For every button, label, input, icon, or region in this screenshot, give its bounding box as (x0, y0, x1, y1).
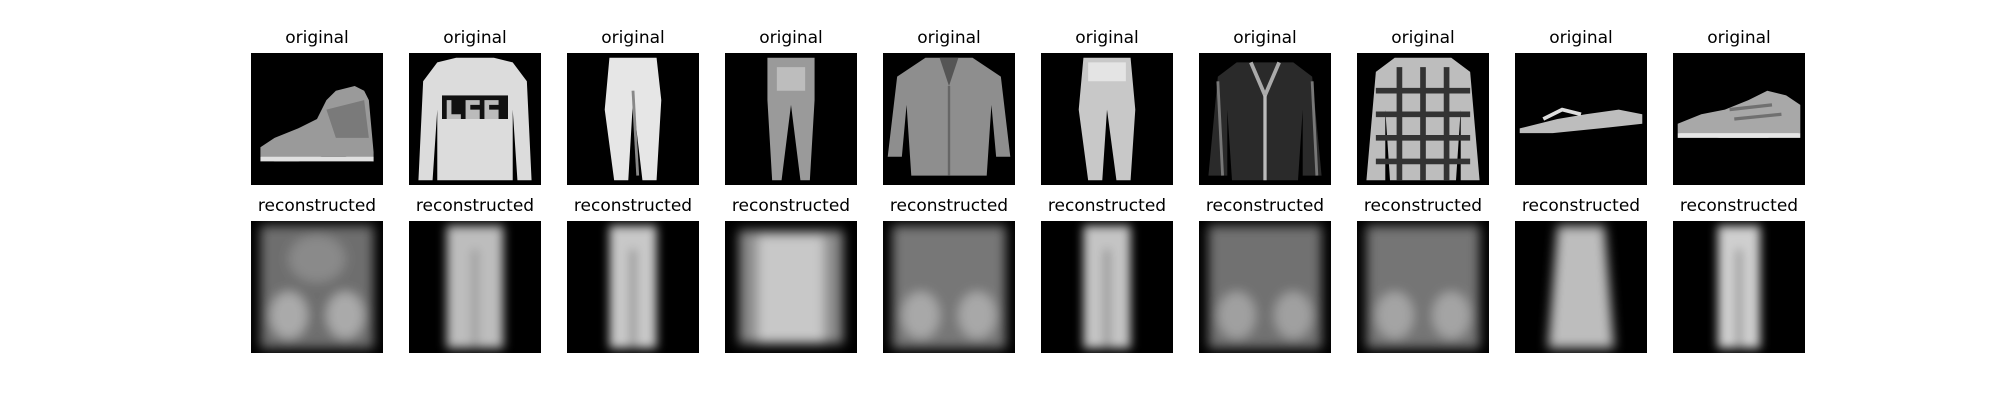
panel-title: reconstructed (1047, 196, 1167, 216)
panel-title: reconstructed (1363, 196, 1483, 216)
reconstructed-trouser-image (409, 221, 541, 353)
panel-title: reconstructed (1205, 196, 1325, 216)
reconstructed-top-image (1199, 221, 1331, 353)
reconstructed-trouser-image (567, 221, 699, 353)
shirt-image (883, 53, 1015, 185)
sandal-image (1515, 53, 1647, 185)
reconstructed-trouser-image (1673, 221, 1805, 353)
panel-title: original (285, 28, 349, 48)
panel-title: reconstructed (415, 196, 535, 216)
reconstructed-trouser-image (1041, 221, 1173, 353)
panel-title: reconstructed (573, 196, 693, 216)
trouser-image (725, 53, 857, 185)
panel-title: original (1075, 28, 1139, 48)
reconstructed-shirt-image (725, 221, 857, 353)
pullover-image (409, 53, 541, 185)
plaid-shirt-image (1357, 53, 1489, 185)
reconstructed-dress-image (1515, 221, 1647, 353)
panel-title: original (1707, 28, 1771, 48)
reconstructed-top-image (883, 221, 1015, 353)
sneaker-image (1673, 53, 1805, 185)
panel-title: reconstructed (889, 196, 1009, 216)
panel-title: original (917, 28, 981, 48)
panel-title: original (1391, 28, 1455, 48)
panel-title: original (601, 28, 665, 48)
reconstructed-top-image (1357, 221, 1489, 353)
panel-title: reconstructed (731, 196, 851, 216)
trouser-image (567, 53, 699, 185)
panel-title: original (1233, 28, 1297, 48)
panel-title: reconstructed (257, 196, 377, 216)
panel-title: reconstructed (1521, 196, 1641, 216)
reconstructed-top-image (251, 221, 383, 353)
coat-image (1199, 53, 1331, 185)
ankle-boot-image (251, 53, 383, 185)
panel-title: original (443, 28, 507, 48)
trouser-image (1041, 53, 1173, 185)
panel-title: reconstructed (1679, 196, 1799, 216)
panel-title: original (759, 28, 823, 48)
panel-title: original (1549, 28, 1613, 48)
